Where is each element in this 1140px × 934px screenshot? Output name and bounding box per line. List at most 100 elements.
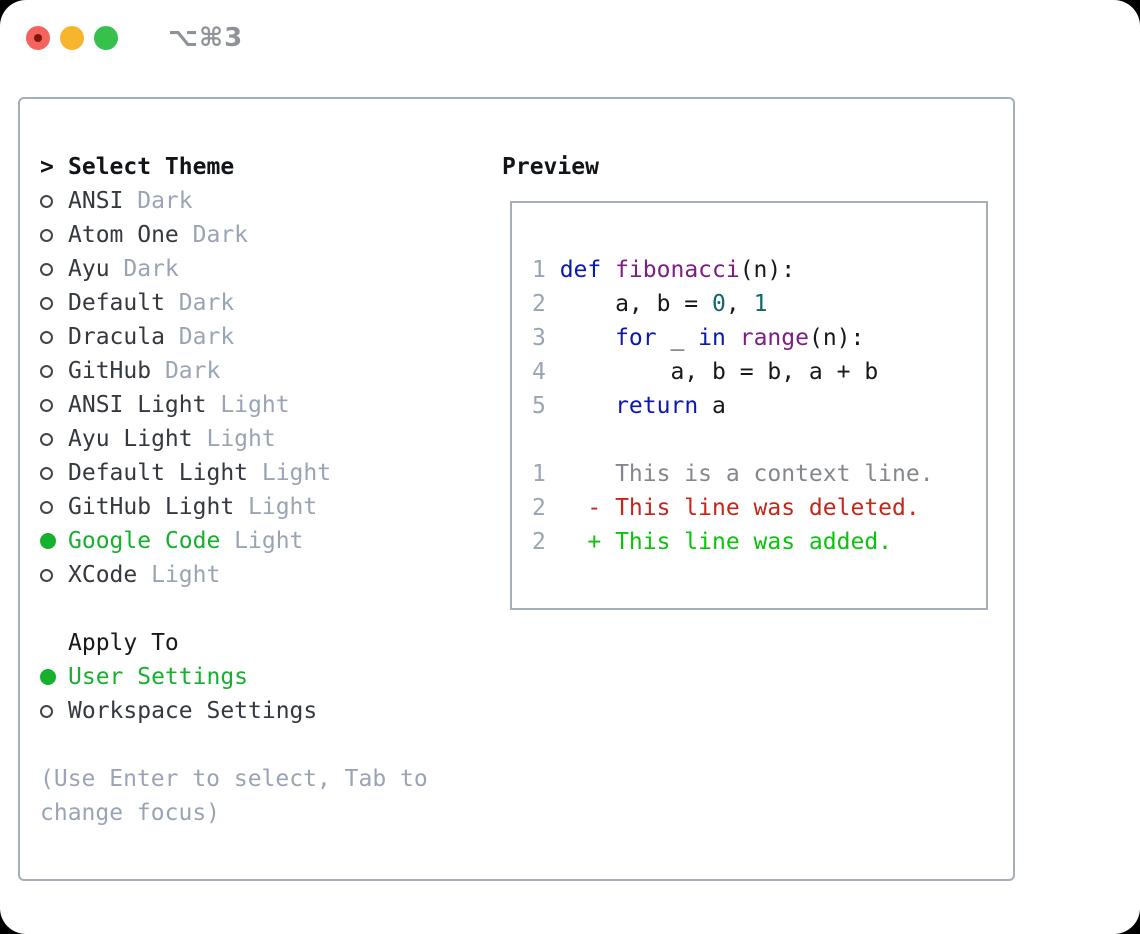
radio-selected-icon [40, 669, 68, 685]
option-label: Workspace Settings [68, 698, 318, 724]
option-variant-label: Dark [123, 256, 179, 282]
radio-selected-icon [40, 533, 68, 549]
radio-unselected-icon [40, 398, 68, 412]
zoom-button[interactable] [94, 26, 118, 50]
code-token: This is a context line. [559, 461, 934, 487]
code-token: return [615, 393, 699, 419]
option-label: Ayu [68, 256, 110, 282]
radio-unselected-icon [40, 364, 68, 378]
radio-unselected-icon [40, 262, 68, 276]
line-number: 1 [532, 461, 546, 487]
line-number: 1 [532, 257, 546, 283]
theme-option-github-light[interactable]: GitHub Light Light [40, 490, 428, 524]
option-variant-label: Light [151, 562, 221, 588]
apply-option-workspace-settings[interactable]: Workspace Settings [40, 694, 428, 728]
code-token: - This line was deleted. [559, 495, 920, 521]
picker-title: Select Theme [68, 154, 235, 180]
apply-to-header: Apply To [40, 626, 428, 660]
code-token: (n): [808, 325, 865, 351]
option-variant-label: Dark [137, 188, 193, 214]
hint-line: change focus) [40, 800, 221, 826]
code-token [560, 325, 615, 351]
radio-unselected-icon [40, 330, 68, 344]
apply-to-title: Apply To [68, 630, 179, 656]
option-variant-label: Light [248, 494, 318, 520]
preview-line: 1 This is a context line. [532, 457, 986, 491]
option-label: Google Code [68, 528, 221, 554]
line-number: 5 [532, 393, 546, 419]
diff-preview: 1 This is a context line. 2 - This line w… [532, 457, 986, 559]
line-number: 4 [532, 359, 546, 385]
theme-option-ayu-light[interactable]: Ayu Light Light [40, 422, 428, 456]
preview-line: 2 + This line was added. [532, 525, 986, 559]
code-token: 0 [712, 291, 726, 317]
spacer [40, 592, 428, 626]
picker-header: > Select Theme [40, 150, 428, 184]
radio-unselected-icon [40, 704, 68, 718]
code-token: 1 [753, 291, 768, 317]
option-label: Default [68, 290, 165, 316]
hint-line: (Use Enter to select, Tab to [40, 766, 428, 792]
option-variant-label: Light [206, 426, 276, 452]
option-variant-label: Light [220, 392, 290, 418]
close-button[interactable] [26, 26, 50, 50]
code-token: range [739, 325, 809, 351]
theme-option-xcode[interactable]: XCode Light [40, 558, 428, 592]
radio-unselected-icon [40, 194, 68, 208]
code-token: fibonacci [615, 257, 740, 283]
code-token: a, b = b, a + b [559, 359, 879, 385]
option-label: User Settings [68, 664, 249, 690]
radio-unselected-icon [40, 466, 68, 480]
option-label: ANSI [68, 188, 124, 214]
titlebar: ⌥⌘3 [0, 0, 1140, 76]
apply-option-user-settings[interactable]: User Settings [40, 660, 428, 694]
option-label: Dracula [68, 324, 165, 350]
line-number: 3 [532, 325, 546, 351]
theme-option-github[interactable]: GitHub Dark [40, 354, 428, 388]
option-label: Ayu Light [68, 426, 193, 452]
code-token: + This line was added. [559, 529, 893, 555]
preview-title: Preview [502, 154, 599, 180]
code-token: for [615, 325, 657, 351]
spacer [40, 728, 428, 762]
option-label: GitHub Light [68, 494, 235, 520]
option-variant-label: Light [261, 460, 332, 486]
preview-line: 2 a, b = 0, 1 [532, 287, 986, 321]
code-token: a [698, 393, 726, 419]
code-token [726, 325, 740, 351]
preview-line: 4 a, b = b, a + b [532, 355, 986, 389]
radio-unselected-icon [40, 432, 68, 446]
preview-line: 3 for _ in range(n): [532, 321, 986, 355]
line-number: 2 [532, 495, 546, 521]
code-token [560, 393, 615, 419]
radio-unselected-icon [40, 500, 68, 514]
window-title: ⌥⌘3 [168, 23, 244, 53]
preview-line: 5 return a [532, 389, 986, 423]
line-number: 2 [532, 291, 546, 317]
theme-option-ansi[interactable]: ANSI Dark [40, 184, 428, 218]
option-label: GitHub [68, 358, 152, 384]
option-label: Atom One [68, 222, 179, 248]
theme-option-default[interactable]: Default Dark [40, 286, 428, 320]
code-token: _ [656, 325, 699, 351]
option-variant-label: Dark [164, 358, 221, 384]
theme-option-ayu[interactable]: Ayu Dark [40, 252, 428, 286]
line-number: 2 [532, 529, 546, 555]
unsaved-indicator-dot [34, 34, 42, 42]
minimize-button[interactable] [60, 26, 84, 50]
code-token: def [559, 257, 616, 283]
option-variant-label: Dark [178, 290, 235, 316]
code-token: a, b = [559, 291, 713, 317]
code-token: in [698, 325, 726, 351]
selection-cursor: > [40, 154, 54, 180]
option-label: XCode [68, 562, 138, 588]
